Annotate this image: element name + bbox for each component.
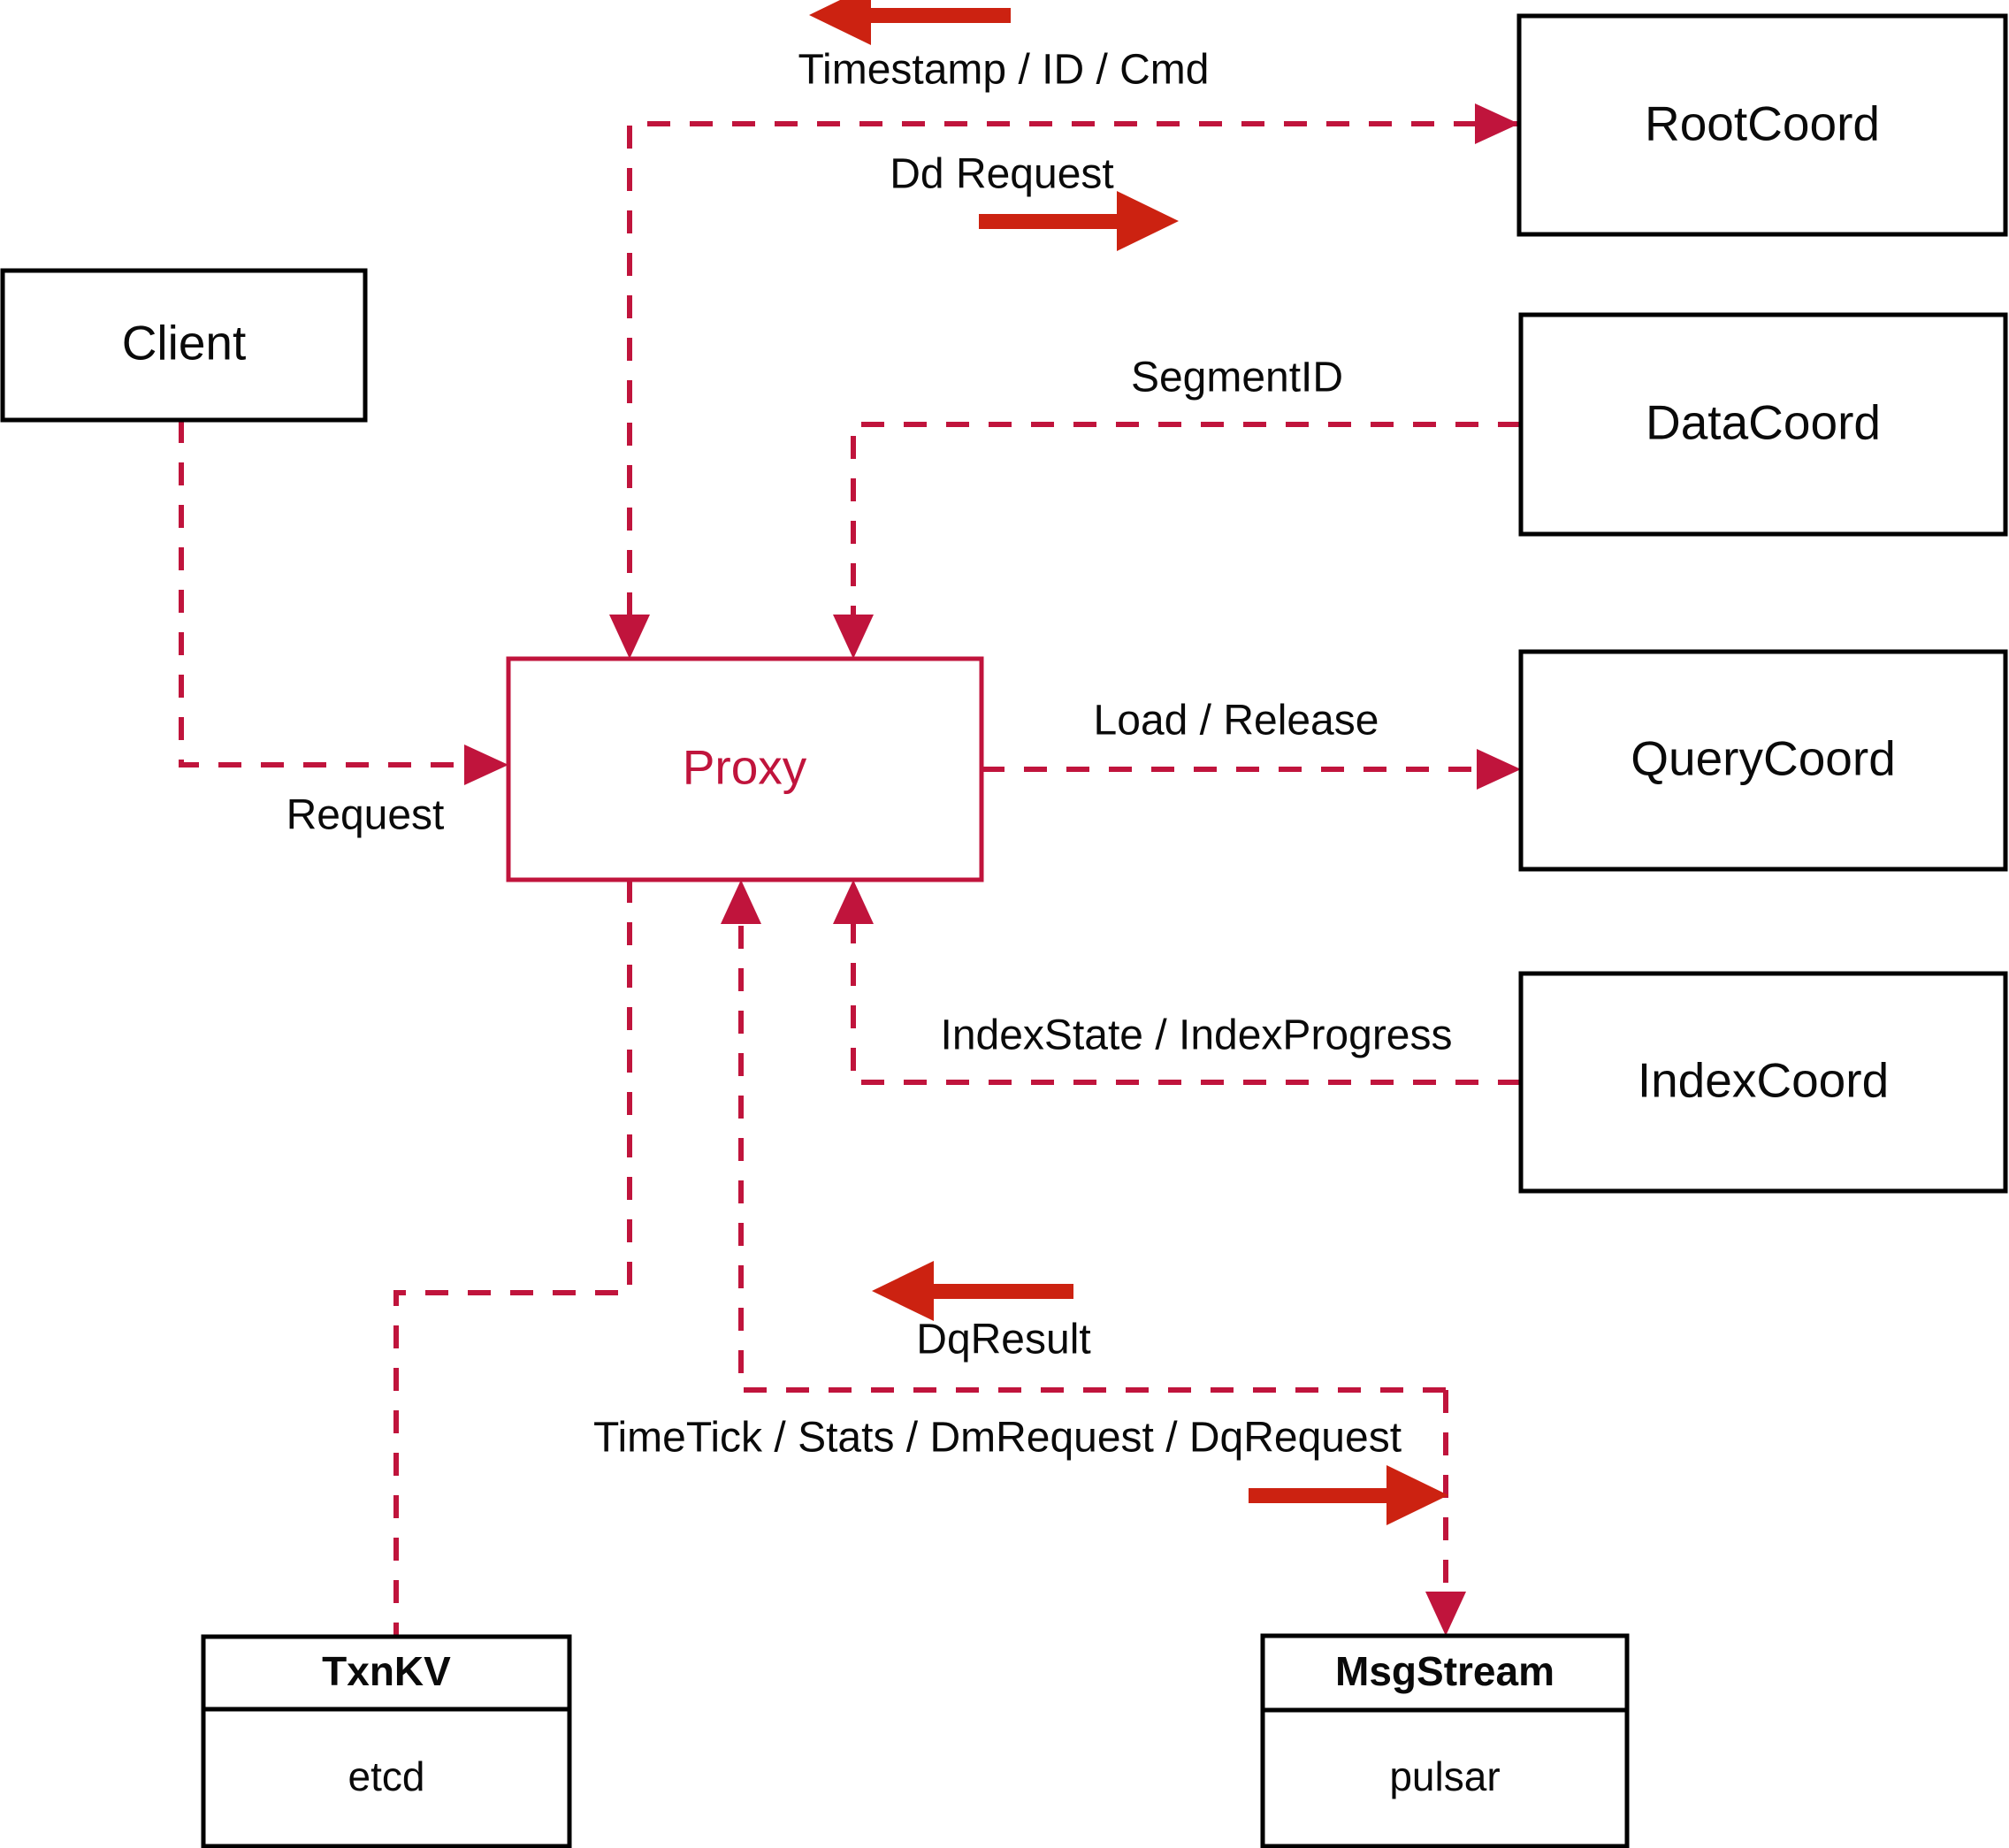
direction-arrow-dd-request (979, 191, 1179, 251)
node-indexcoord[interactable]: IndexCoord (1518, 971, 2008, 1194)
edge-label-request: Request (286, 792, 445, 839)
arrowhead-timestamp (609, 615, 650, 659)
edge-proxy-to-msgstream (1425, 1390, 1466, 1636)
edge-path-txnkv (393, 880, 632, 1637)
msgstream-box[interactable] (1260, 1633, 1630, 1848)
edge-indexcoord-to-proxy (833, 880, 1521, 1085)
edge-path-timestamp (627, 121, 1519, 635)
proxy-box[interactable] (506, 656, 984, 882)
edge-label-timetick-stats: TimeTick / Stats / DmRequest / DqRequest (593, 1415, 1402, 1462)
arrowhead-segmentid (833, 615, 874, 659)
rootcoord-label: RootCoord (1645, 96, 1880, 151)
edge-label-timestamp-id-cmd: Timestamp / ID / Cmd (798, 47, 1210, 94)
edge-proxy-to-rootcoord-head (1475, 103, 1519, 144)
arrowhead-msgstream (1425, 1592, 1466, 1636)
node-client[interactable]: Client (0, 268, 368, 423)
edge-path-indexstate (851, 904, 1521, 1085)
edge-path-segmentid (851, 422, 1521, 635)
direction-arrow-dqresult (872, 1261, 1073, 1321)
edge-label-dq-result: DqResult (916, 1317, 1090, 1363)
arrowhead-loadrelease (1477, 749, 1521, 790)
edge-path-request (179, 420, 485, 767)
datacoord-box[interactable] (1518, 312, 2008, 537)
arrowhead-request (464, 745, 508, 785)
edge-proxy-to-querycoord (982, 749, 1521, 790)
edge-label-load-release: Load / Release (1094, 698, 1379, 745)
node-datacoord[interactable]: DataCoord (1518, 312, 2008, 537)
msgstream-title: MsgStream (1335, 1648, 1554, 1694)
edge-label-index-state-progress: IndexState / IndexProgress (941, 1012, 1453, 1059)
edge-datacoord-to-proxy (833, 422, 1521, 659)
edge-client-to-proxy (179, 420, 508, 785)
client-box[interactable] (0, 268, 368, 423)
txnkv-sublabel: etcd (348, 1753, 425, 1799)
datacoord-label: DataCoord (1646, 395, 1881, 450)
edge-path-dqresult (738, 904, 1446, 1393)
edge-rootcoord-to-proxy (609, 121, 1519, 659)
node-rootcoord[interactable]: RootCoord (1516, 13, 2008, 237)
direction-arrow-timetick (1249, 1465, 1448, 1525)
proxy-label: Proxy (683, 740, 807, 795)
node-msgstream[interactable]: MsgStream pulsar (1260, 1633, 1630, 1848)
querycoord-box[interactable] (1518, 649, 2008, 872)
node-txnkv[interactable]: TxnKV etcd (201, 1634, 572, 1848)
querycoord-label: QueryCoord (1631, 731, 1896, 786)
txnkv-title: TxnKV (322, 1648, 451, 1694)
edge-proxy-to-txnkv (393, 880, 632, 1637)
node-proxy[interactable]: Proxy (506, 656, 984, 882)
edge-label-dd-request: Dd Request (890, 151, 1113, 198)
arrowhead-rootcoord (1475, 103, 1519, 144)
direction-arrow-timestamp (809, 0, 1011, 45)
client-label: Client (122, 316, 247, 370)
indexcoord-box[interactable] (1518, 971, 2008, 1194)
edge-msgstream-to-proxy (721, 880, 1446, 1393)
arrowhead-indexstate (833, 880, 874, 924)
msgstream-sublabel: pulsar (1389, 1753, 1500, 1799)
node-querycoord[interactable]: QueryCoord (1518, 649, 2008, 872)
txnkv-box[interactable] (201, 1634, 572, 1848)
rootcoord-box[interactable] (1516, 13, 2008, 237)
arrowhead-dqresult (721, 880, 761, 924)
indexcoord-label: IndexCoord (1638, 1053, 1889, 1108)
edge-label-segment-id: SegmentID (1131, 355, 1343, 401)
